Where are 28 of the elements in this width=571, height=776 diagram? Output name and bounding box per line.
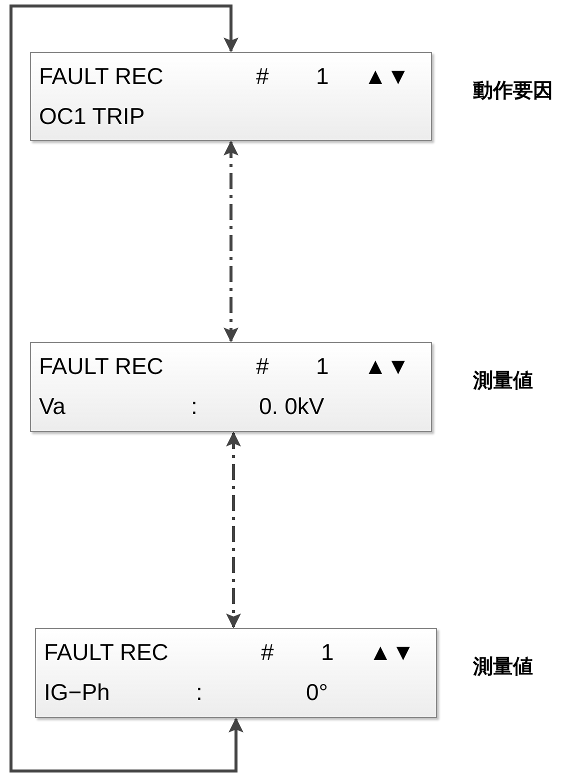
display-screen: [30, 342, 432, 432]
scroll-arrows: ▲▼: [364, 65, 410, 88]
display-text: FAULT REC: [39, 355, 164, 378]
scroll-arrows: ▲▼: [369, 641, 415, 664]
display-text: 1: [316, 355, 329, 378]
annotation-text: 動作要因: [473, 80, 553, 100]
display-text: FAULT REC: [44, 641, 168, 664]
display-text: :: [191, 395, 198, 418]
display-text: #: [256, 355, 269, 378]
display-screen: [30, 52, 432, 141]
display-text: 1: [316, 65, 329, 88]
display-text: IG−Ph: [44, 681, 110, 704]
display-text: Va: [39, 395, 66, 418]
display-text: FAULT REC: [39, 65, 164, 88]
display-text: 0. 0kV: [259, 395, 324, 418]
display-text: #: [261, 641, 274, 664]
arrow: [10, 4, 244, 772]
display-text: :: [196, 681, 202, 704]
annotation-text: 測量値: [473, 370, 533, 390]
arrow: [226, 432, 241, 628]
arrow: [224, 140, 238, 342]
display-text: #: [256, 65, 269, 88]
annotation-text: 測量値: [473, 656, 533, 676]
display-text: 1: [321, 641, 334, 664]
display-text: 0°: [306, 681, 328, 704]
display-screen: [35, 628, 437, 718]
scroll-arrows: ▲▼: [364, 355, 410, 378]
display-text: OC1 TRIP: [39, 105, 145, 128]
